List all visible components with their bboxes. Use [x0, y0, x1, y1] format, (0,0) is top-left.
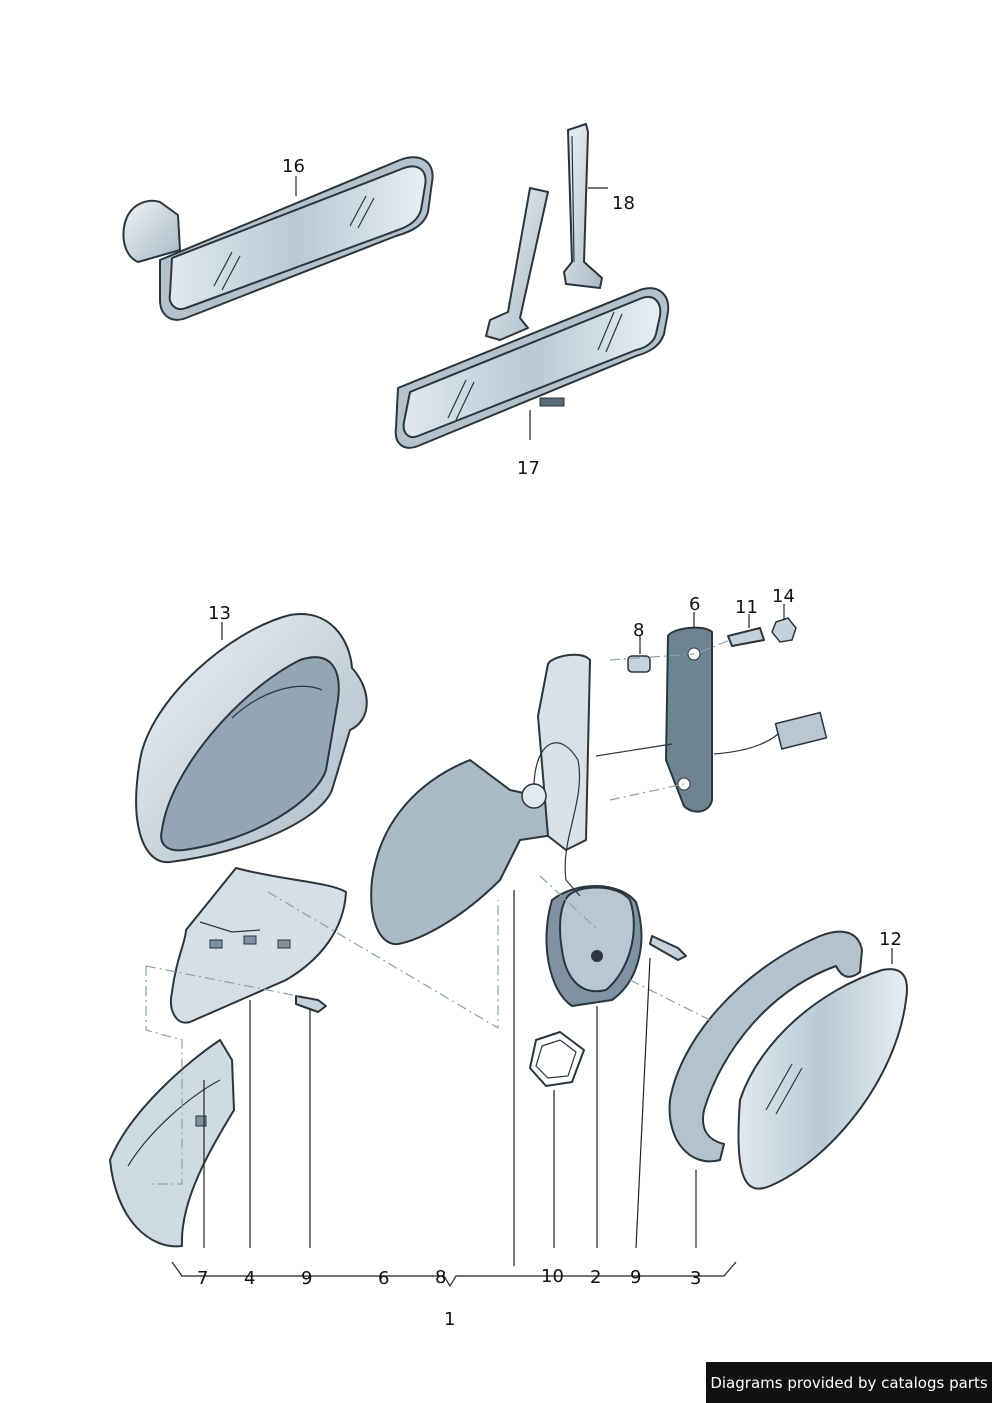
callout-12: 12 — [879, 929, 902, 950]
callout-9-right: 9 — [630, 1267, 641, 1288]
callout-9-left: 9 — [301, 1268, 312, 1289]
interior-mirror-17 — [394, 187, 670, 449]
assembly-lines — [145, 639, 731, 1185]
callout-3: 3 — [690, 1268, 701, 1289]
callout-16: 16 — [282, 156, 305, 177]
screw-9-a — [295, 995, 327, 1013]
callout-4: 4 — [244, 1268, 255, 1289]
callout-17: 17 — [517, 458, 540, 479]
callout-18: 18 — [612, 193, 635, 214]
turn-signal-7 — [109, 1039, 235, 1248]
mirror-housing-cover-13 — [135, 613, 368, 864]
mirror-mount-18 — [563, 123, 603, 289]
callout-2: 2 — [590, 1267, 601, 1288]
nut-14 — [771, 617, 797, 643]
trim-ring-3 — [668, 930, 863, 1163]
bushing-8 — [627, 655, 651, 673]
mirror-base-carrier — [370, 653, 591, 946]
callout-8-bottom: 8 — [435, 1267, 446, 1288]
bolt-11 — [727, 627, 765, 647]
mounting-plate-6 — [665, 626, 713, 813]
callout-6-bottom: 6 — [378, 1268, 389, 1289]
screw-9-b — [649, 935, 687, 961]
adjustment-motor-2 — [545, 884, 643, 1007]
callout-1: 1 — [444, 1309, 455, 1330]
callout-11: 11 — [735, 597, 758, 618]
credit-banner: Diagrams provided by catalogs parts — [706, 1362, 992, 1403]
callout-10: 10 — [541, 1266, 564, 1287]
callout-7: 7 — [197, 1268, 208, 1289]
callout-6-top: 6 — [689, 594, 700, 615]
housing-lower-part-4 — [170, 867, 347, 1024]
callout-13: 13 — [208, 603, 231, 624]
callout-14: 14 — [772, 586, 795, 607]
callout-8-top: 8 — [633, 620, 644, 641]
connector-plug — [774, 711, 828, 750]
callout-numbers: 16 18 17 13 6 11 14 8 12 7 4 9 6 8 10 2 … — [197, 156, 902, 1330]
mirror-glass-12 — [737, 968, 908, 1190]
leader-lines — [171, 176, 893, 1288]
seal-10 — [529, 1031, 585, 1087]
interior-mirror-16 — [122, 156, 434, 321]
